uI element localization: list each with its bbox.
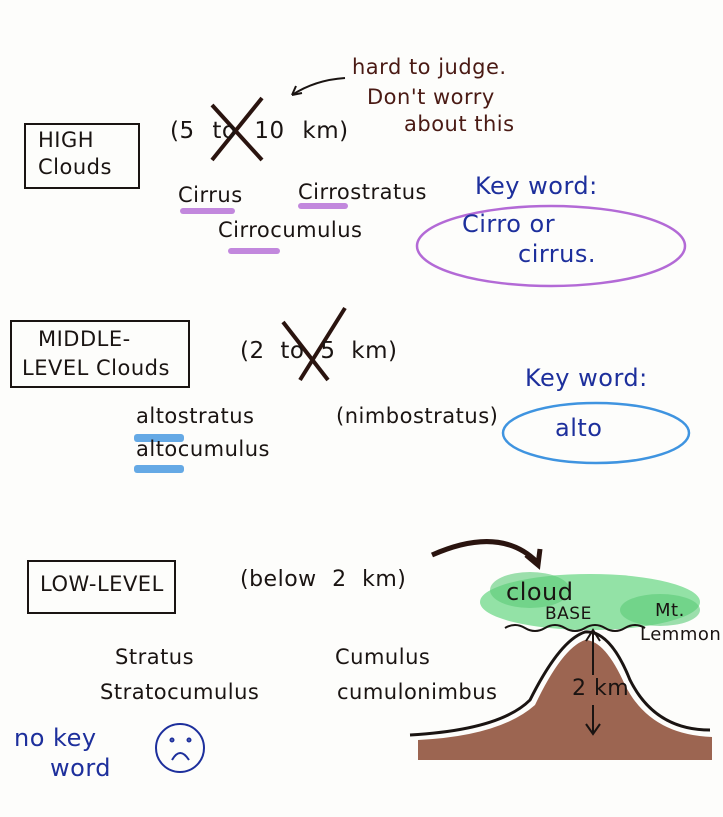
no-keyword: word [50, 754, 111, 782]
cloud-type: cumulonimbus [337, 680, 498, 704]
low-altitude: (below 2 km) [240, 567, 407, 592]
low-label: LOW-LEVEL [40, 572, 164, 596]
arrow-to-cloud [430, 539, 539, 564]
alto-ellipse [501, 401, 691, 465]
cloud-type: Cumulus [335, 645, 431, 669]
arrow-head [291, 85, 303, 96]
annotation-line: about this [404, 112, 515, 136]
highlight [134, 465, 184, 473]
base-label: BASE [545, 604, 592, 624]
up-arrow-icon [585, 628, 601, 675]
no-keyword: no key [14, 724, 97, 752]
cloud-type: (nimbostratus) [336, 404, 499, 428]
arrow-head [524, 548, 543, 570]
cloud-type: Cirrus [178, 183, 243, 207]
mountain-label: Mt. [655, 600, 685, 621]
cloud-type: Cirrostratus [298, 180, 427, 204]
down-arrow-icon [585, 705, 601, 736]
keyword: cirrus. [518, 240, 597, 268]
low-clouds-box [27, 560, 176, 614]
cross-out-5-10 [210, 96, 264, 162]
cloud-type: altocumulus [136, 437, 270, 461]
keyword: alto [555, 414, 603, 442]
highlight [134, 434, 184, 442]
cloud-type: Stratocumulus [100, 680, 260, 704]
annotation-line: hard to judge. [352, 55, 507, 79]
mountain-label: Lemmon [640, 624, 722, 645]
annotation-line: Don't worry [367, 85, 495, 109]
cloud-type: Cirrocumulus [218, 218, 363, 242]
highlight [298, 203, 348, 209]
cirro-ellipse [415, 204, 687, 288]
highlight [228, 248, 280, 254]
arrow-annotation [291, 77, 346, 96]
middle-clouds-box [10, 320, 190, 388]
keyword: Cirro or [462, 210, 556, 238]
cloud-type: Stratus [115, 645, 195, 669]
cross-out-2-5 [281, 306, 347, 382]
height-label: 2 km [572, 676, 630, 701]
cloud-label: cloud [506, 578, 574, 606]
keyword-title: Key word: [475, 172, 598, 200]
middle-label: LEVEL Clouds [22, 356, 170, 380]
high-altitude: (5 to 10 km) [170, 118, 349, 144]
high-label: Clouds [38, 155, 112, 179]
middle-label: MIDDLE- [38, 327, 131, 351]
mountain-shape [409, 630, 712, 760]
frown-face-icon [155, 723, 205, 773]
high-clouds-box [24, 123, 140, 189]
middle-altitude: (2 to 5 km) [240, 338, 398, 364]
highlight [180, 208, 235, 214]
cloud-type: altostratus [136, 404, 255, 428]
cloud-shape [480, 572, 700, 632]
keyword-title: Key word: [525, 364, 648, 392]
high-label: HIGH [38, 128, 95, 152]
